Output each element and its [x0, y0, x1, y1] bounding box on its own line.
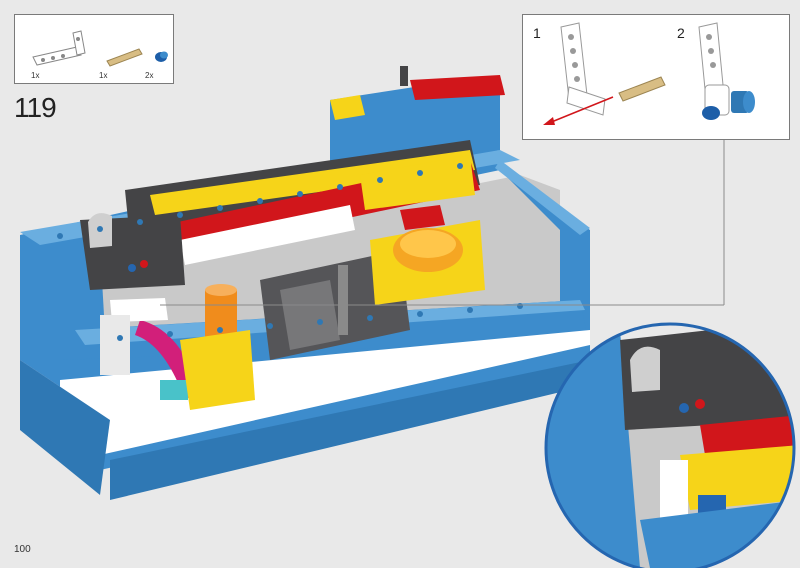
parts-icons: [32, 30, 168, 67]
part-qty: 1x: [31, 71, 40, 80]
part-qty: 2x: [145, 71, 154, 80]
beam-icon: [32, 30, 86, 66]
substep-number: 2: [677, 25, 685, 41]
step-number: 119: [14, 92, 57, 123]
page-number: 100: [14, 544, 31, 555]
main-model: [20, 66, 590, 500]
beam-icon: [698, 22, 724, 90]
beam-icon: [560, 22, 606, 116]
bush-icon: [702, 84, 755, 120]
zoom-callout: [544, 322, 796, 568]
arrow-icon: [548, 96, 614, 124]
part-qty: 1x: [99, 71, 108, 80]
substep-diagram: [543, 22, 755, 125]
bush-icon: [155, 51, 168, 62]
substep-box: 1 2: [522, 14, 790, 140]
axle-pin-icon: [106, 48, 143, 67]
substep-number: 1: [533, 25, 541, 41]
parts-list: 1x 1x 2x: [14, 14, 174, 84]
axle-pin-icon: [618, 76, 666, 102]
